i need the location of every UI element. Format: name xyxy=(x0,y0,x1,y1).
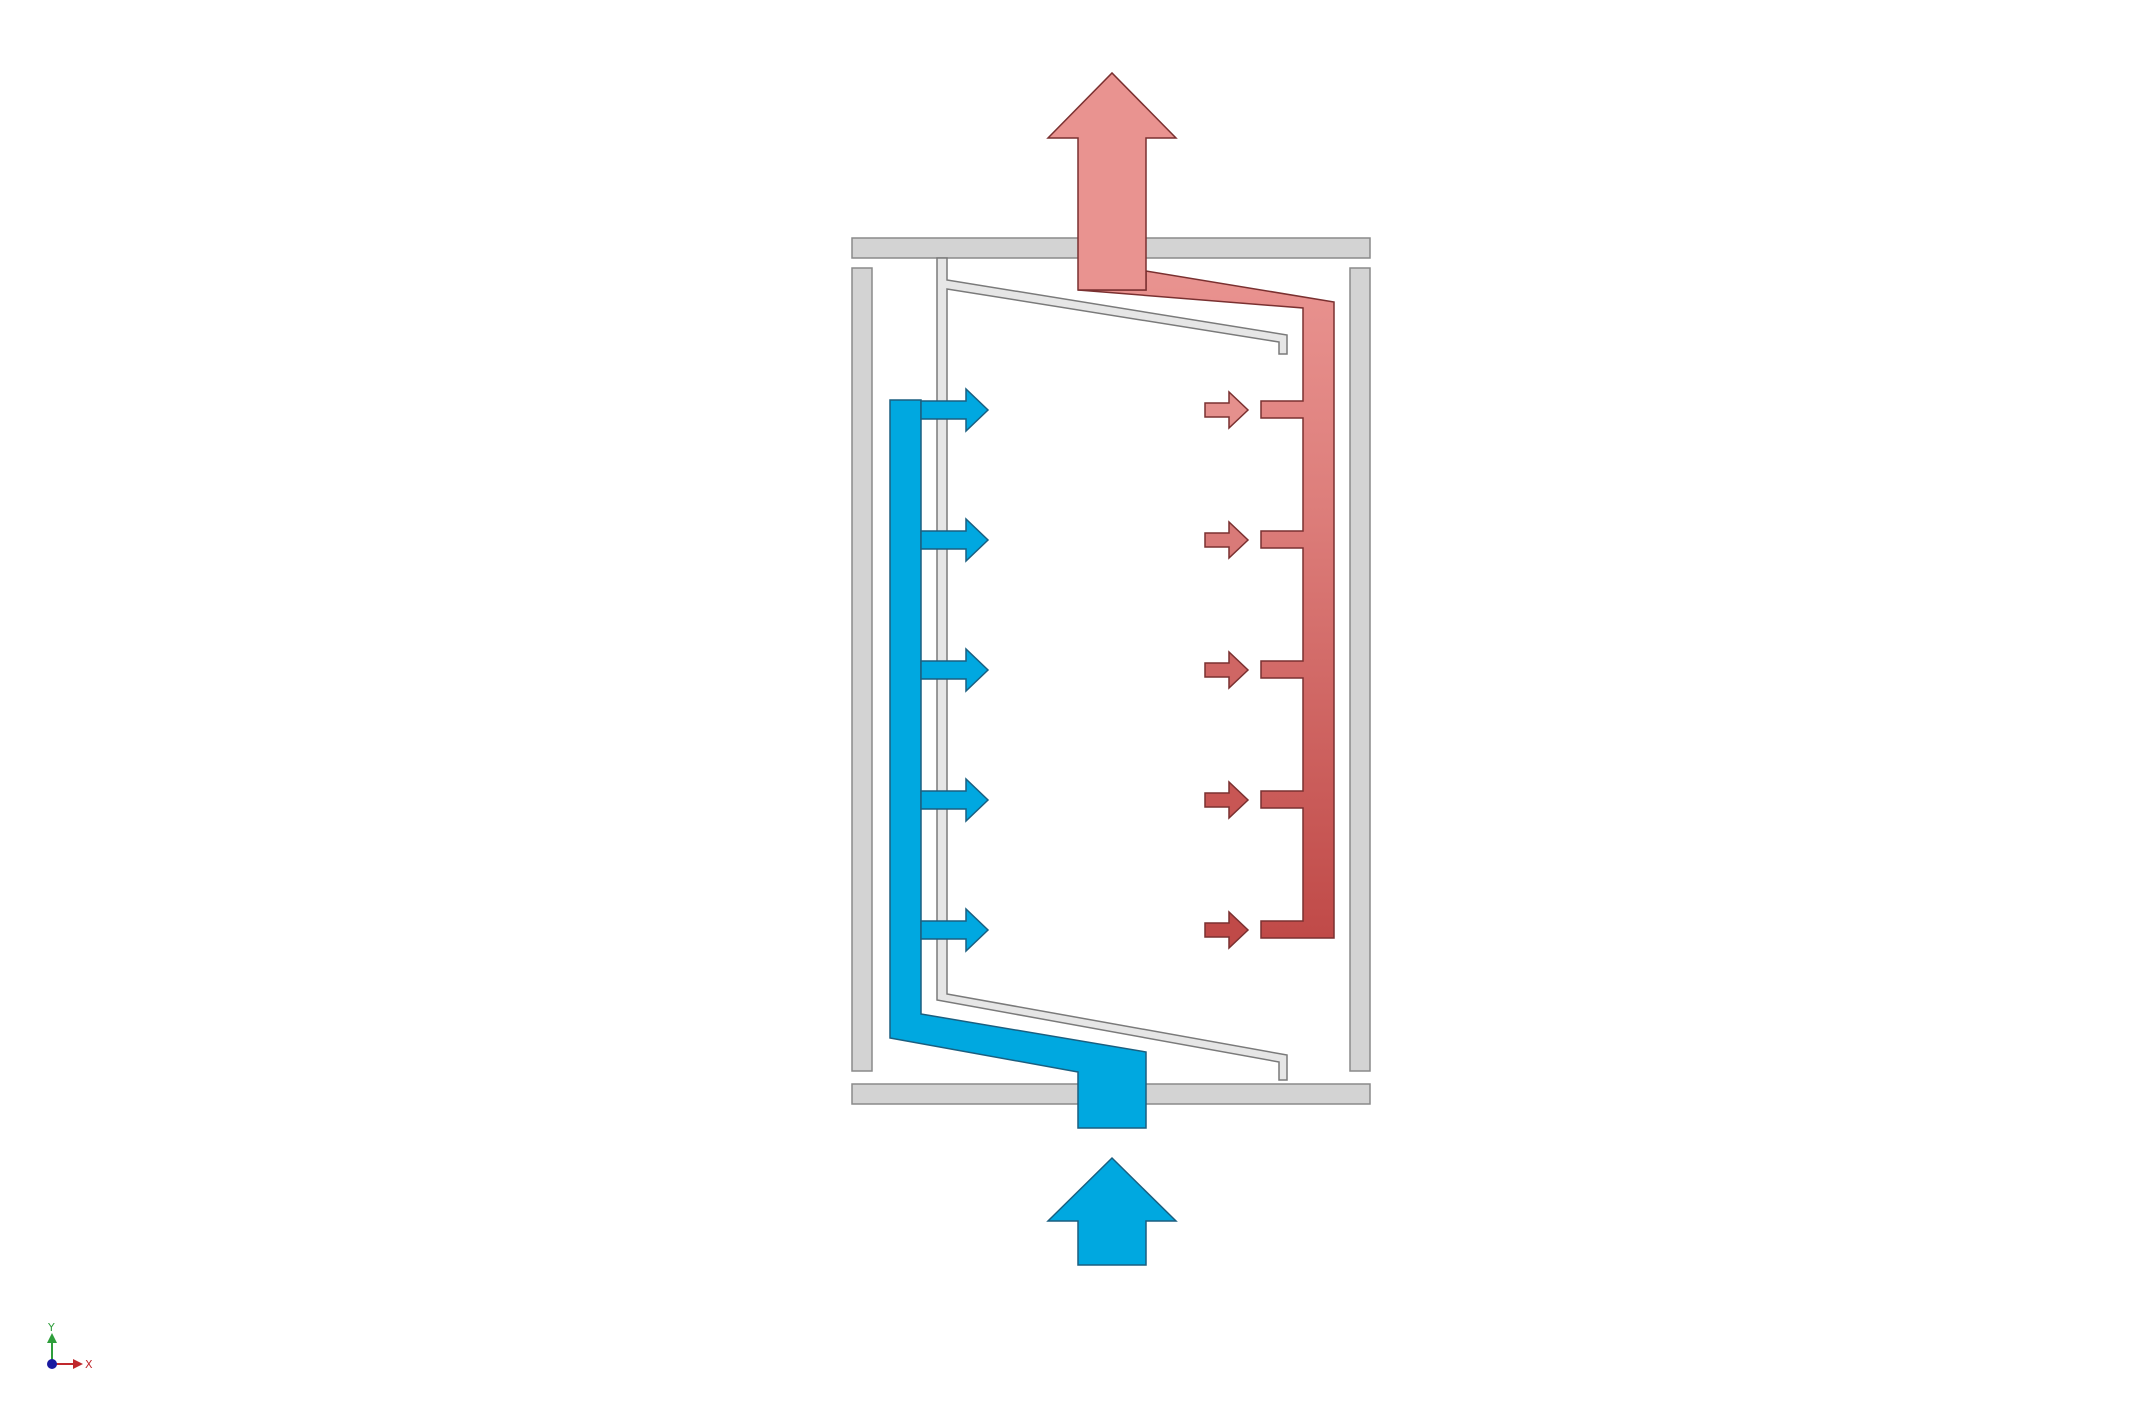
cold-branch-arrow-3 xyxy=(920,647,990,693)
cold-branch-arrow-2 xyxy=(920,517,990,563)
hot-branch-arrow-5 xyxy=(1204,910,1250,950)
hot-branch-arrow-2 xyxy=(1204,520,1250,560)
axis-x-label: X xyxy=(85,1358,93,1371)
axis-x-arrowhead xyxy=(73,1359,83,1369)
hot-branch-arrow-1 xyxy=(1204,390,1250,430)
axis-origin xyxy=(47,1359,57,1369)
cold-inlet-flow xyxy=(1046,1156,1178,1266)
axis-triad: Y X xyxy=(47,1321,93,1371)
cold-branch-arrow-4 xyxy=(920,777,990,823)
axis-y-arrowhead xyxy=(47,1333,57,1343)
axis-y-label: Y xyxy=(47,1321,55,1334)
cold-supply-duct xyxy=(889,399,1147,1129)
hot-branch-arrow-4 xyxy=(1204,780,1250,820)
left-wall xyxy=(851,267,873,1072)
internal-baffle xyxy=(936,257,1288,1081)
cold-branch-arrow-5 xyxy=(920,907,990,953)
hot-outlet-arrow xyxy=(1046,71,1178,291)
hot-branch-arrow-3 xyxy=(1204,650,1250,690)
hot-outlet-flow xyxy=(1077,270,1335,939)
right-wall xyxy=(1349,267,1371,1072)
cold-branch-arrow-1 xyxy=(920,387,990,433)
